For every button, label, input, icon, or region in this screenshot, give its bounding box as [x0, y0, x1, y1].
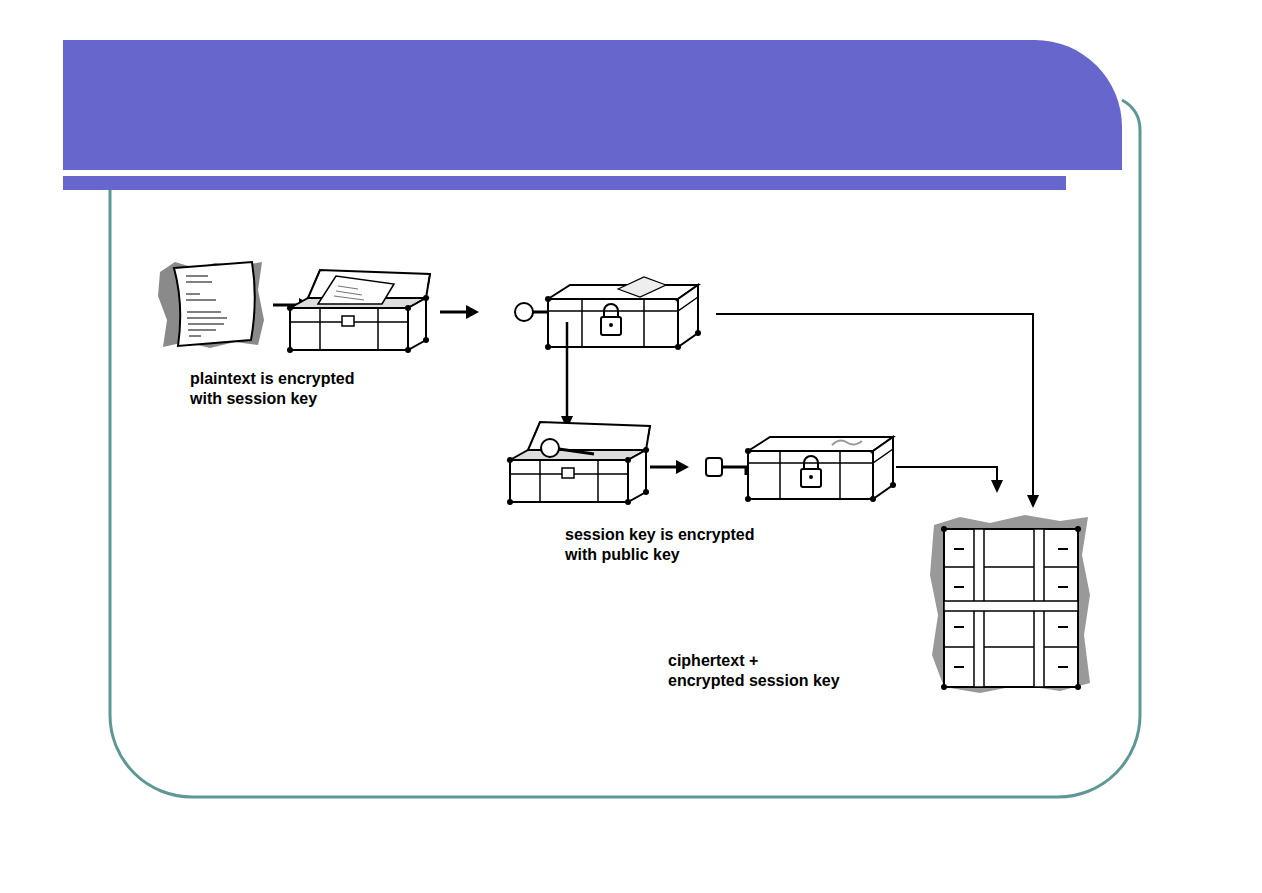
merge-line-part [991, 480, 1003, 493]
locked-suitcase-part [745, 496, 751, 502]
caption-line: with session key [190, 389, 355, 409]
open-chest [287, 270, 430, 353]
caption-line: ciphertext + [668, 651, 840, 671]
bundled-package [930, 515, 1090, 693]
open-chest-part [290, 308, 408, 350]
merge-line-part [896, 467, 997, 482]
bundled-package-part [941, 684, 947, 690]
open-chest-part [342, 316, 354, 326]
locked-suitcase-part [545, 344, 551, 350]
locked-suitcase-part [748, 449, 893, 499]
bundled-package-part [944, 601, 1078, 611]
open-chest-part [423, 337, 429, 343]
flow-arrow-part [650, 466, 677, 469]
locked-suitcase-part [545, 296, 551, 302]
locked-suitcase [745, 437, 896, 502]
flow-arrow-part [466, 305, 479, 319]
flow-arrow [650, 460, 689, 474]
merge-line-part [1027, 495, 1039, 508]
locked-suitcase-part [870, 496, 876, 502]
flow-arrow-part [440, 311, 467, 314]
open-chest-part [643, 447, 649, 453]
caption-label: plaintext is encrypted with session key [190, 369, 355, 409]
memo-paper [158, 262, 264, 348]
locked-suitcase-part [804, 456, 818, 469]
open-chest-part [510, 460, 628, 502]
open-chest-part [318, 276, 394, 304]
locked-suitcase-part [873, 437, 893, 499]
locked-suitcase-part [618, 277, 666, 297]
bundled-package-part [1075, 684, 1081, 690]
flow-arrow [561, 322, 573, 429]
locked-suitcase-part [801, 469, 821, 487]
title-band-stripe [63, 176, 1066, 190]
title-band [63, 40, 1122, 170]
open-chest-part [534, 422, 650, 438]
open-chest-part [423, 295, 429, 301]
locked-suitcase-part [601, 317, 621, 335]
open-chest-part [405, 347, 411, 353]
open-chest-part [287, 305, 293, 311]
bundled-package-part [944, 529, 1078, 687]
open-chest-part [287, 347, 293, 353]
bundled-package-part [930, 515, 1090, 693]
caption-line: with public key [565, 545, 754, 565]
locked-suitcase-part [678, 285, 698, 347]
locked-suitcase-part [890, 482, 896, 488]
caption-label: ciphertext + encrypted session key [668, 651, 840, 691]
locked-suitcase-part [675, 344, 681, 350]
session-key-part [515, 303, 533, 321]
caption-label: session key is encrypted with public key [565, 525, 754, 565]
public-key-part [706, 458, 722, 476]
open-chest-part [643, 489, 649, 495]
slide-frame [110, 100, 1140, 797]
memo-paper-part [174, 262, 255, 346]
open-chest-part [507, 499, 513, 505]
open-chest-part [625, 457, 631, 463]
bundled-package-part [1075, 526, 1081, 532]
caption-line: session key is encrypted [565, 525, 754, 545]
open-chest-part [562, 468, 574, 478]
merge-line-part [716, 314, 1033, 497]
open-chest-part [405, 305, 411, 311]
flow-arrow-part [566, 322, 569, 418]
open-chest-part [510, 460, 628, 502]
open-chest-part [334, 286, 364, 300]
caption-line: plaintext is encrypted [190, 369, 355, 389]
locked-suitcase-part [745, 448, 751, 454]
memo-paper-part [186, 276, 227, 336]
caption-line: encrypted session key [668, 671, 840, 691]
bundled-package-part [944, 567, 1078, 647]
open-chest-part [625, 499, 631, 505]
locked-suitcase [545, 277, 701, 350]
locked-suitcase-part [748, 451, 873, 499]
open-chest-part [628, 450, 646, 502]
locked-suitcase-part [604, 304, 618, 317]
flow-arrow [440, 305, 479, 319]
merge-line [716, 314, 1039, 508]
locked-suitcase-part [748, 437, 893, 451]
open-chest [507, 422, 650, 505]
locked-suitcase-part [809, 475, 813, 479]
bundled-package-part [941, 526, 947, 532]
locked-suitcase-part [548, 297, 698, 347]
locked-suitcase-part [695, 330, 701, 336]
locked-suitcase-part [832, 440, 862, 445]
memo-paper-part [158, 262, 264, 348]
caption-box: session key is encrypted with public key [565, 525, 754, 565]
open-chest-part [290, 308, 408, 350]
caption-box: plaintext is encrypted with session key [190, 369, 355, 409]
open-chest-part [507, 457, 513, 463]
open-chest-part [559, 449, 594, 454]
open-chest-part [541, 439, 559, 457]
locked-suitcase-part [609, 323, 613, 327]
caption-box: ciphertext + encrypted session key [668, 651, 840, 691]
open-chest-part [408, 298, 426, 350]
flow-arrow-part [676, 460, 689, 474]
